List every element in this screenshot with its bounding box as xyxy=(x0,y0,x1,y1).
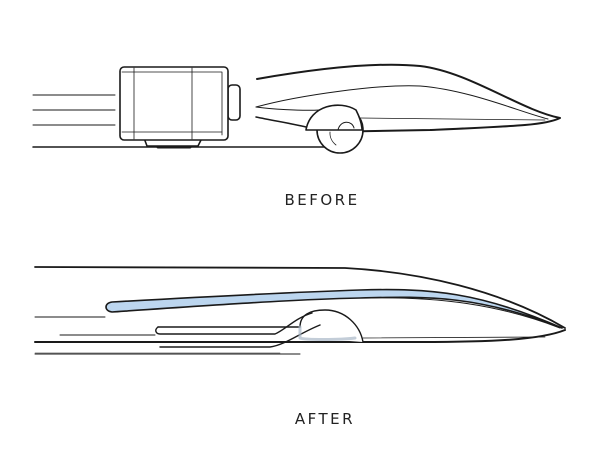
vehicle-top-line xyxy=(34,266,566,329)
speed-lines xyxy=(34,316,156,336)
boxy-vehicle xyxy=(119,66,241,149)
speed-lines xyxy=(32,94,116,126)
fairing-wheel-cover xyxy=(155,309,546,348)
wing-fin xyxy=(105,288,563,329)
after-illustration xyxy=(34,266,566,355)
before-label: BEFORE xyxy=(284,191,360,209)
after-label: AFTER xyxy=(294,410,356,428)
before-illustration xyxy=(32,63,561,154)
streamlined-vehicle xyxy=(255,63,561,154)
vehicle-bottom-line xyxy=(34,329,566,343)
